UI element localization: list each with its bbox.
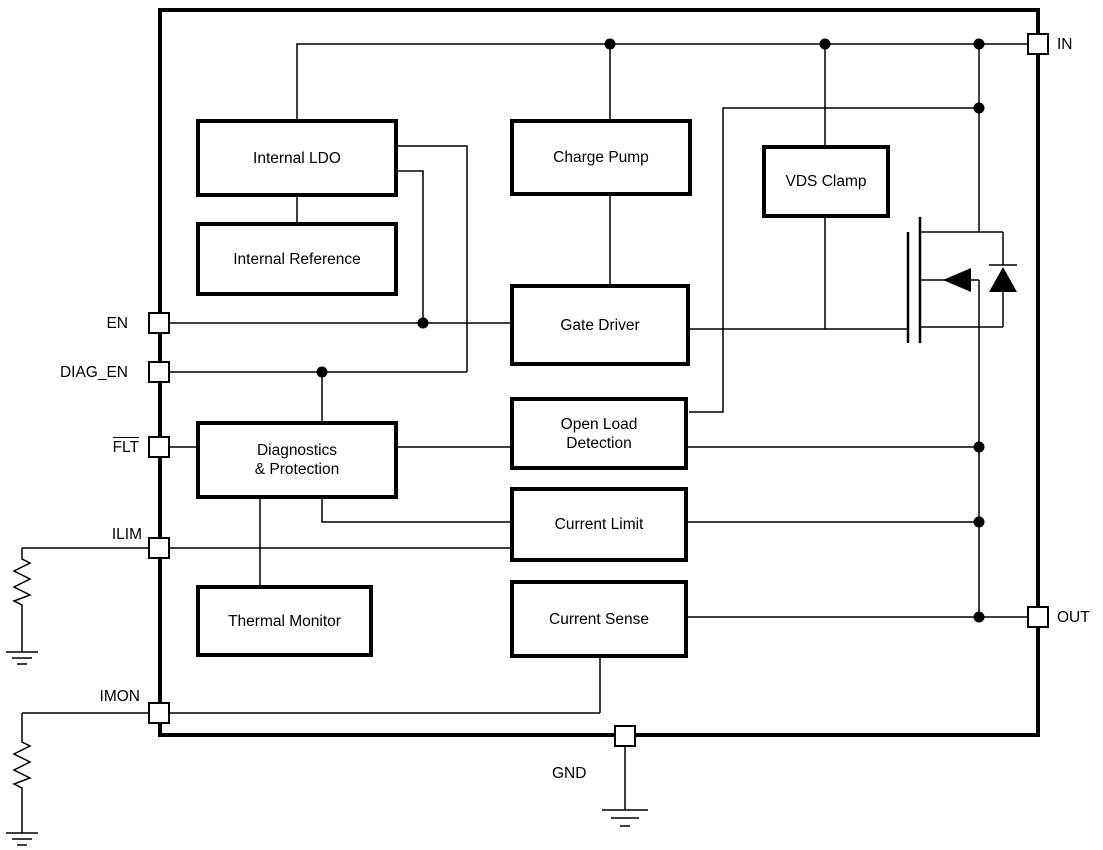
block-label: VDS Clamp [785,173,867,190]
block-label-line2: & Protection [254,461,340,478]
pin-label-flt: FLT [112,437,139,457]
block-label: Current Limit [554,516,644,533]
pin-label-ilim: ILIM [111,526,142,543]
block-diagnostics-protection: Diagnostics & Protection [196,421,398,499]
block-open-load-detection: Open Load Detection [510,397,688,470]
ground-icon [6,651,38,665]
ground-icon [6,832,38,846]
wire-diagnostics-to-current-limit [321,499,512,523]
wire-drain-to-open-load-sense [689,107,979,413]
pin-label-imon: IMON [99,688,140,705]
pin-en-square [148,312,170,334]
pin-label-out: OUT [1057,609,1090,626]
fet-body-arrow-icon [943,268,971,292]
imon-resistor-icon [6,713,38,846]
block-internal-ldo: Internal LDO [196,119,398,197]
block-label-line1: Diagnostics [256,442,338,459]
block-label-line1: Open Load [560,415,638,433]
block-current-limit: Current Limit [510,487,688,562]
pin-label-in: IN [1057,36,1073,53]
resistor-zigzag [12,713,32,833]
gnd-ground-icon [602,747,648,827]
pin-out-square [1027,606,1049,628]
junction-dot [973,441,985,453]
wire-in-rail [296,43,1038,119]
pin-label-gnd: GND [552,765,587,782]
block-vds-clamp: VDS Clamp [762,145,890,218]
pin-label-diag-en: DIAG_EN [59,364,128,381]
block-label-line2: Detection [566,434,632,452]
block-label: Internal Reference [233,250,361,268]
block-label: Internal LDO [253,149,341,167]
junction-dot [417,317,429,329]
junction-dot [316,366,328,378]
pin-label-en: EN [106,315,128,332]
flt-overline-text: FLT [112,437,139,456]
block-label: Current Sense [549,610,649,628]
junction-dot [973,611,985,623]
pin-gnd-square [614,725,636,747]
block-charge-pump: Charge Pump [510,119,692,196]
junction-dot [604,38,616,50]
junction-dot [973,516,985,528]
body-diode-icon [989,232,1017,327]
nmos-fet-icon [906,217,1017,343]
wire-ldo-to-en [398,170,424,323]
diode-anode-triangle [989,267,1017,292]
block-label: Gate Driver [560,316,640,334]
block-gate-driver: Gate Driver [510,284,690,366]
block-current-sense: Current Sense [510,580,688,658]
junction-dot [973,38,985,50]
pin-in-square [1027,33,1049,55]
pin-diag-en-square [148,361,170,383]
junction-dot [819,38,831,50]
pin-flt-square [148,436,170,458]
junction-dot [973,102,985,114]
block-internal-reference: Internal Reference [196,222,398,296]
resistor-zigzag [12,548,32,652]
pin-ilim-square [148,537,170,559]
junction-dots [316,38,985,623]
block-thermal-monitor: Thermal Monitor [196,585,373,657]
pin-imon-square [148,702,170,724]
block-label: Charge Pump [553,149,649,166]
ilim-resistor-icon [6,548,38,665]
wire-ldo-to-diag-en [398,145,468,372]
block-label: Thermal Monitor [228,612,341,630]
